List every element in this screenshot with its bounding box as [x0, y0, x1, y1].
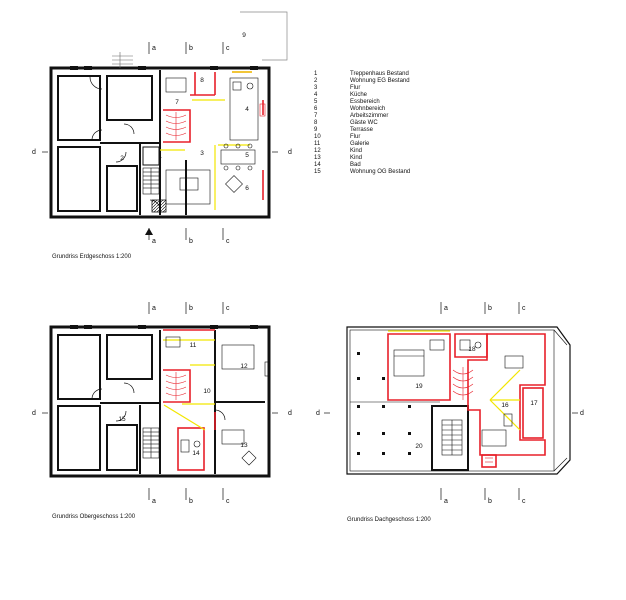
- room-number: 10: [203, 388, 211, 395]
- section-label-b: b: [189, 305, 193, 312]
- plan-dachgeschoss: [324, 302, 578, 500]
- legend-row: 9 Terrasse: [314, 127, 410, 134]
- room-number: 20: [415, 443, 423, 450]
- legend-label: Wohnbereich: [350, 106, 386, 112]
- room-number: 9: [242, 32, 246, 39]
- section-label-a: a: [152, 45, 156, 52]
- legend-number: 3: [314, 85, 318, 91]
- legend-label: Flur: [350, 134, 361, 140]
- room-number: 19: [415, 383, 423, 390]
- room-number: 11: [190, 342, 197, 349]
- legend-number: 6: [314, 106, 318, 112]
- legend-label: Essbereich: [350, 99, 380, 105]
- room-number: 18: [468, 346, 476, 353]
- legend-row: 3 Flur: [314, 85, 410, 92]
- room-legend: 1 Treppenhaus Bestand 2 Wohnung EG Bestand…: [314, 71, 410, 176]
- plan-erdgeschoss: [42, 11, 288, 240]
- legend-row: 11 Galerie: [314, 141, 410, 148]
- legend-label: Flur: [350, 85, 361, 91]
- section-label-c: c: [522, 498, 526, 505]
- legend-label: Terrasse: [350, 127, 374, 133]
- legend-number: 15: [314, 169, 321, 175]
- legend-row: 6 Wohnbereich: [314, 106, 410, 113]
- room-number: 3: [200, 150, 204, 157]
- legend-label: Treppenhaus Bestand: [350, 71, 409, 77]
- legend-label: Gäste WC: [350, 120, 378, 126]
- section-label-d: d: [32, 149, 36, 156]
- section-label-a: a: [444, 498, 448, 505]
- room-number: 7: [175, 99, 179, 106]
- legend-number: 14: [314, 162, 321, 168]
- section-label-b: b: [488, 305, 492, 312]
- section-label-d: d: [580, 410, 584, 417]
- legend-row: 10 Flur: [314, 134, 410, 141]
- section-label-c: c: [226, 45, 230, 52]
- room-number: 1: [158, 153, 162, 160]
- section-label-d: d: [32, 410, 36, 417]
- legend-row: 15 Wohnung OG Bestand: [314, 169, 410, 176]
- legend-label: Kind: [350, 155, 363, 161]
- section-label-b: b: [488, 498, 492, 505]
- section-label-b: b: [189, 45, 193, 52]
- legend-number: 10: [314, 134, 321, 140]
- room-numbers: 1 2 3 4 5 6 7 8 9 10 11 12 13 14 15 16 1…: [118, 32, 538, 457]
- legend-label: Wohnung OG Bestand: [350, 169, 411, 175]
- legend-row: 7 Arbeitszimmer: [314, 113, 410, 120]
- section-label-a: a: [152, 238, 156, 245]
- legend-label: Bad: [350, 162, 361, 168]
- caption-obergeschoss: Grundriss Obergeschoss 1:200: [52, 514, 136, 520]
- legend-row: 2 Wohnung EG Bestand: [314, 78, 410, 85]
- legend-row: 5 Essbereich: [314, 99, 410, 106]
- legend-number: 9: [314, 127, 318, 133]
- room-number: 14: [192, 450, 200, 457]
- section-label-d: d: [288, 149, 292, 156]
- legend-number: 13: [314, 155, 321, 161]
- caption-erdgeschoss: Grundriss Erdgeschoss 1:200: [52, 254, 132, 260]
- legend-label: Galerie: [350, 141, 370, 147]
- plan-obergeschoss: [42, 302, 278, 500]
- legend-number: 1: [314, 71, 318, 77]
- legend-row: 12 Kind: [314, 148, 410, 155]
- section-label-d: d: [316, 410, 320, 417]
- legend-label: Kind: [350, 148, 363, 154]
- section-label-a: a: [152, 498, 156, 505]
- legend-row: 4 Küche: [314, 92, 410, 99]
- section-label-b: b: [189, 498, 193, 505]
- legend-number: 2: [314, 78, 318, 84]
- room-number: 12: [240, 363, 248, 370]
- legend-number: 12: [314, 148, 321, 154]
- section-labels: a b c a b c d d a b c a b c d d a b c a …: [32, 45, 584, 505]
- room-number: 13: [240, 442, 248, 449]
- legend-row: 1 Treppenhaus Bestand: [314, 71, 410, 78]
- section-label-b: b: [189, 238, 193, 245]
- room-number: 17: [530, 400, 538, 407]
- section-label-c: c: [226, 498, 230, 505]
- legend-label: Wohnung EG Bestand: [350, 78, 410, 84]
- room-number: 6: [245, 185, 249, 192]
- room-number: 5: [245, 152, 249, 159]
- section-label-a: a: [444, 305, 448, 312]
- legend-row: 14 Bad: [314, 162, 410, 169]
- section-label-d: d: [288, 410, 292, 417]
- legend-number: 11: [314, 141, 321, 147]
- legend-number: 7: [314, 113, 318, 119]
- section-label-c: c: [226, 238, 230, 245]
- room-number: 8: [200, 77, 204, 84]
- caption-dachgeschoss: Grundriss Dachgeschoss 1:200: [347, 517, 431, 523]
- room-number: 15: [118, 416, 126, 423]
- legend-number: 5: [314, 99, 318, 105]
- section-label-c: c: [522, 305, 526, 312]
- section-label-a: a: [152, 305, 156, 312]
- legend-number: 4: [314, 92, 318, 98]
- room-number: 4: [245, 106, 249, 113]
- legend-label: Küche: [350, 92, 368, 98]
- legend-number: 8: [314, 120, 318, 126]
- legend-row: 8 Gäste WC: [314, 120, 410, 127]
- legend-label: Arbeitszimmer: [350, 113, 389, 119]
- room-number: 2: [120, 155, 124, 162]
- room-number: 16: [501, 402, 509, 409]
- section-label-c: c: [226, 305, 230, 312]
- legend-row: 13 Kind: [314, 155, 410, 162]
